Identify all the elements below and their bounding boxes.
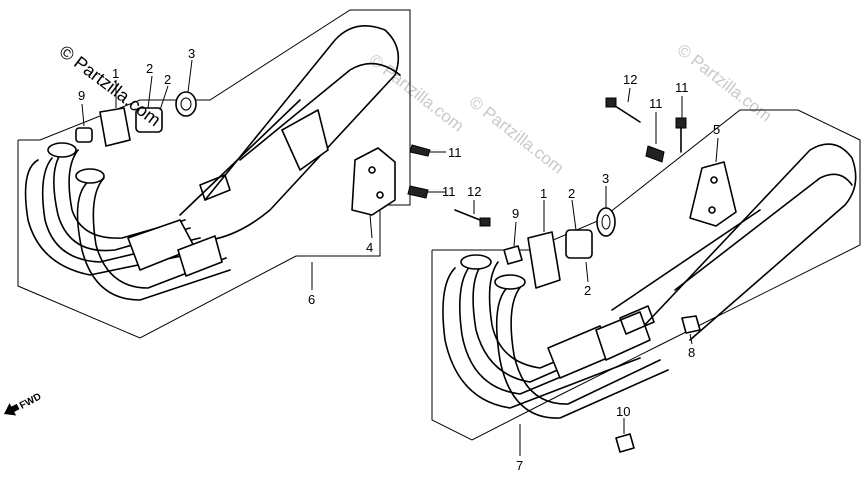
callout-left-3: 3 [188,46,195,61]
right-collar-part-2 [565,229,593,259]
callout-right-8: 8 [688,345,695,360]
callout-right-11b: 11 [675,80,689,95]
fwd-indicator: FWD [4,391,43,416]
watermark-faint-2: © Partzilla.com [674,40,776,126]
left-header-pipe-1 [24,159,211,276]
callout-right-10: 10 [616,404,630,419]
right-header-pipe-2 [472,263,623,383]
left-header-pipe-3 [76,179,231,301]
right-bolt-12 [611,103,641,123]
callout-right-2b: 2 [584,283,591,298]
right-header-pipe-3 [495,284,669,419]
callout-right-7: 7 [516,458,523,473]
right-bracket-part-5 [689,161,737,227]
fwd-label: FWD [18,391,43,411]
right-pipe-inlet-2 [494,274,526,290]
right-group-outline [431,109,861,441]
callout-right-2a: 2 [568,186,575,201]
callout-right-5: 5 [713,122,720,137]
callout-right-11a: 11 [649,96,663,111]
watermark-faint-1: © Partzilla.com [366,50,468,136]
left-muffler-bracket [281,109,329,171]
right-muffler [639,143,857,341]
left-ring-part-3 [175,91,197,117]
callout-left-2a: 2 [146,61,153,76]
right-pipe-inlet-1 [460,254,492,270]
callout-left-4: 4 [366,240,373,255]
watermark-faint-3: © Partzilla.com [466,92,568,178]
right-nut-part-10 [615,433,635,453]
callout-left-11b: 11 [442,184,456,199]
left-bolt-11-upper [409,144,431,157]
right-bolt-11-left [645,145,665,163]
right-exhaust-assembly [431,87,861,456]
right-ring-part-3 [596,207,616,237]
right-nut-part-8 [681,315,701,334]
left-gasket-part-9 [75,127,93,143]
callout-left-6: 6 [308,292,315,307]
left-muffler [204,24,400,241]
callout-right-3: 3 [602,171,609,186]
right-gasket-part-9 [503,245,523,265]
callout-left-9: 9 [78,88,85,103]
left-group-outline [17,9,411,339]
left-pipe-inlet-2 [75,168,105,184]
left-bolt-11-lower [407,185,429,199]
left-joint-part-1 [99,107,131,147]
callout-right-12: 12 [623,72,637,87]
callout-left-12: 12 [467,184,481,199]
callout-left-2b: 2 [164,72,171,87]
callout-left-1: 1 [112,66,119,81]
callout-right-1: 1 [540,186,547,201]
left-collar-part-2 [135,107,163,133]
left-bracket-part-4 [351,147,396,216]
callout-left-11a: 11 [448,145,462,160]
right-joint-part-1 [527,231,561,289]
left-pipe-inlet-1 [47,142,77,158]
fwd-arrow-icon [4,403,20,416]
left-exhaust-assembly [17,9,491,339]
callout-right-9: 9 [512,206,519,221]
right-header-pipe-1 [442,267,641,409]
